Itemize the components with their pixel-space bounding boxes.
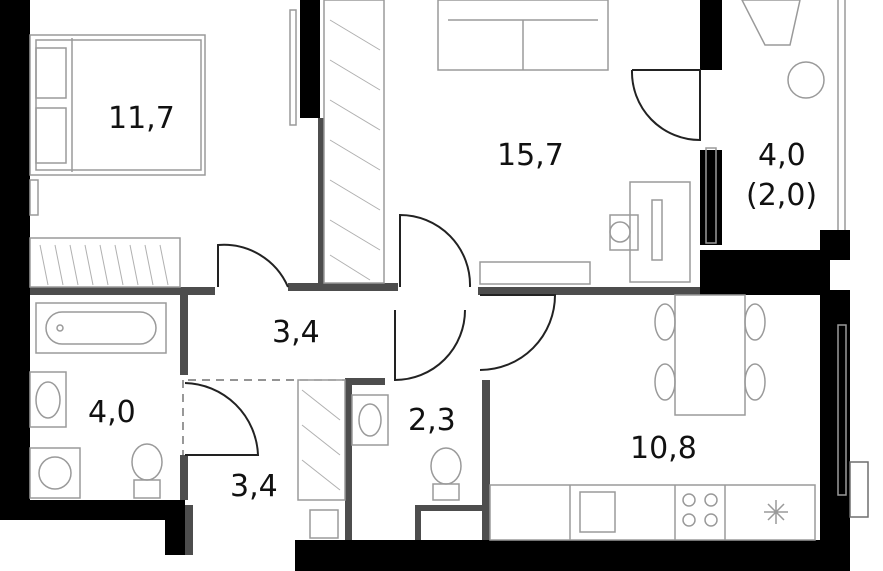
corridor-shoe-rack: [309, 509, 339, 539]
room-area-wc: 2,3: [408, 403, 456, 438]
bedroom-tv-panel: [289, 9, 297, 126]
living-wardrobe: [323, 0, 385, 284]
corridor-wardrobe: [297, 379, 346, 501]
bathroom-sink: [29, 371, 67, 428]
bedroom-nightstand: [29, 179, 39, 216]
room-labels: 11,7 15,7 4,0 (2,0) 3,4 4,0 3,4 2,3 10,8: [88, 101, 817, 504]
room-area-balcony: 4,0: [758, 138, 806, 173]
bathroom-toilet: [131, 443, 163, 499]
kitchen-counter: [489, 484, 816, 541]
bathroom-washing-machine: [29, 447, 81, 499]
room-area-living: 15,7: [497, 138, 564, 173]
living-window: [705, 147, 717, 244]
bedroom-bed: [29, 34, 206, 176]
doors: [184, 69, 701, 456]
bathroom-bathtub: [35, 302, 167, 354]
kitchen-window: [837, 324, 847, 496]
room-area-balcony-reduced: (2,0): [746, 178, 817, 213]
living-desk: [609, 181, 691, 283]
room-area-kitchen: 10,8: [630, 431, 697, 466]
room-area-bedroom: 11,7: [108, 101, 175, 136]
balcony-furniture: [741, 0, 846, 230]
wc-sink: [351, 394, 389, 446]
room-area-corridor: 3,4: [230, 469, 278, 504]
kitchen-vent: [849, 461, 869, 518]
living-sofa: [437, 0, 609, 71]
kitchen-dining-table: [654, 294, 766, 416]
room-area-bathroom: 4,0: [88, 395, 136, 430]
bedroom-wardrobe: [29, 237, 181, 288]
room-area-hall: 3,4: [272, 315, 320, 350]
wc-toilet: [430, 447, 462, 501]
interior-partitions: [30, 118, 700, 555]
living-tv-stand: [479, 261, 591, 285]
